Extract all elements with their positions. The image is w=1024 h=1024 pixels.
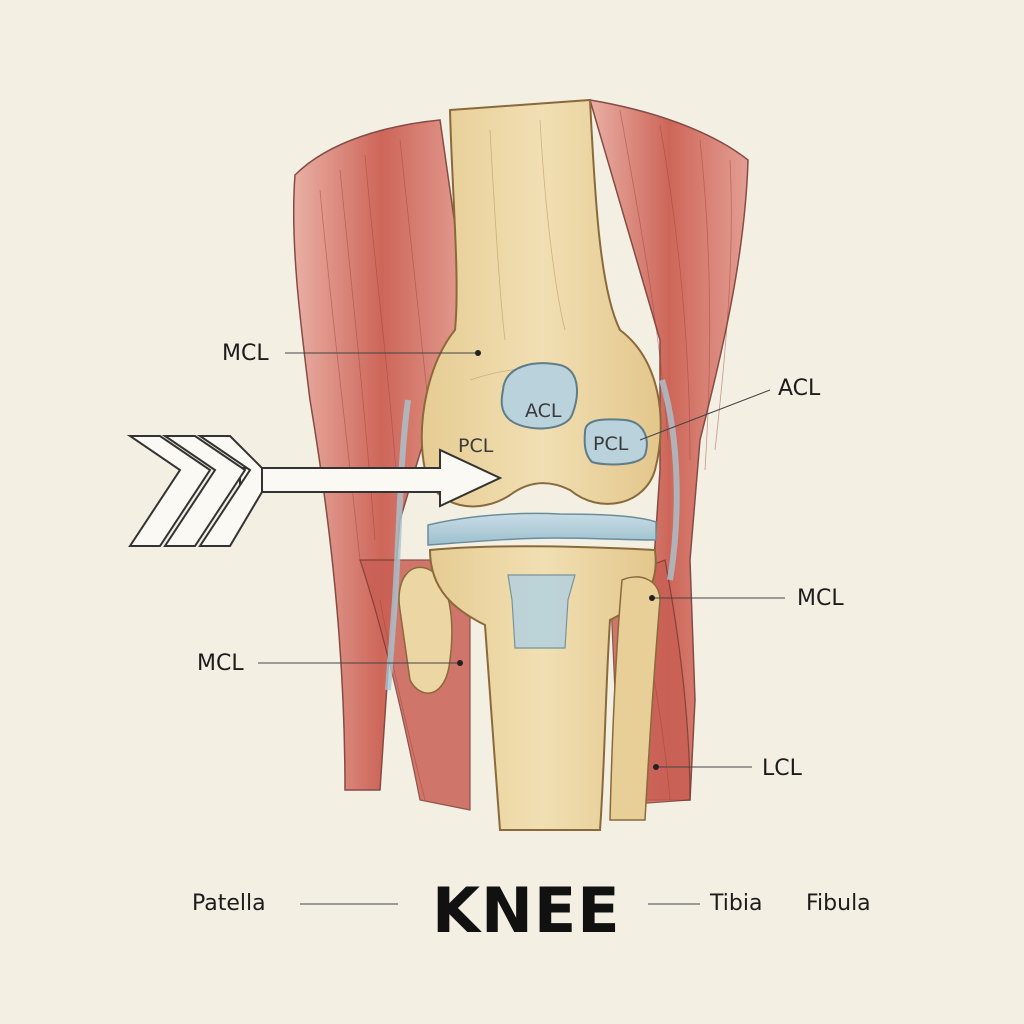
label-pcl-inner-left: PCL — [458, 435, 494, 457]
leader-dots — [457, 350, 659, 770]
acl-structure — [500, 362, 578, 430]
diagram-title: KNEE — [432, 874, 621, 947]
label-pcl-inner-right: PCL — [593, 433, 629, 455]
lateral-ligament-strand — [659, 379, 680, 581]
label-acl-inner: ACL — [525, 400, 562, 422]
leader-lines — [258, 352, 785, 905]
right-thigh-muscle — [588, 99, 749, 801]
footer-patella: Patella — [192, 891, 266, 916]
label-mcl-right: MCL — [797, 586, 844, 611]
fibula-bone — [609, 576, 661, 821]
tibial-cartilage-patch — [507, 574, 576, 649]
meniscus-cartilage — [427, 512, 657, 546]
label-lcl-right: LCL — [762, 756, 802, 781]
patella-bone — [398, 566, 453, 694]
tibia-bone — [428, 545, 657, 831]
medial-ligament-strand — [385, 399, 411, 691]
label-acl-right: ACL — [778, 376, 821, 401]
label-mcl-upper-left: MCL — [222, 341, 269, 366]
femur-bone — [420, 98, 662, 508]
footer-tibia: Tibia — [710, 891, 763, 916]
label-mcl-lower-left: MCL — [197, 651, 244, 676]
footer-fibula: Fibula — [806, 891, 871, 916]
left-thigh-muscle — [292, 119, 471, 791]
arrow-icon — [126, 435, 503, 547]
pcl-structure — [583, 418, 648, 466]
